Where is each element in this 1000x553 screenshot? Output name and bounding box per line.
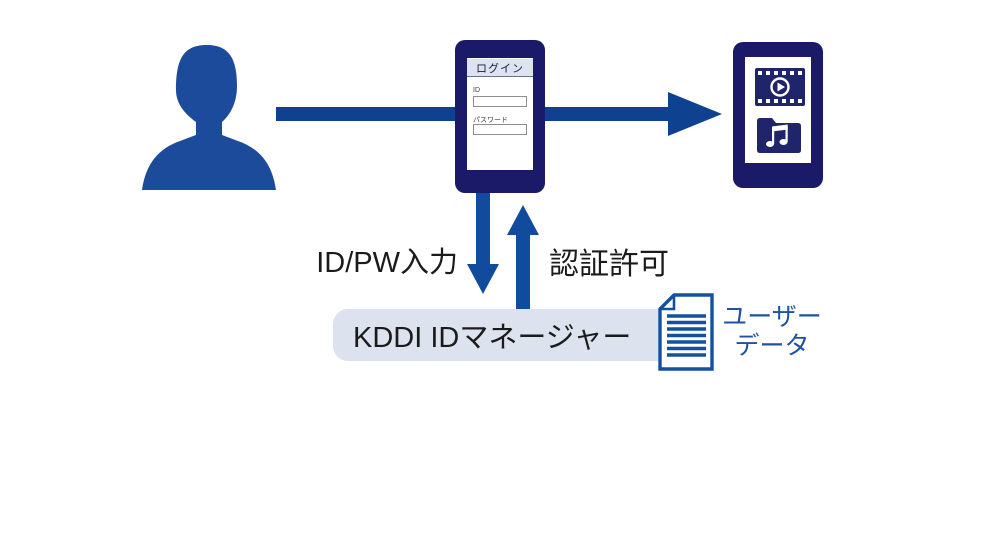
password-input-mock (473, 124, 527, 135)
media-service-phone (733, 42, 823, 188)
document-icon (658, 293, 714, 371)
video-film-icon (755, 68, 805, 106)
person-silhouette-icon (142, 45, 276, 190)
user-data-line1: ユーザー (722, 303, 822, 331)
label-auth-permit: 認証許可 (549, 248, 669, 281)
arrow-id-pw-down (467, 193, 499, 294)
media-screen (745, 57, 811, 163)
kddi-id-manager-label: KDDI IDマネージャー (353, 322, 632, 354)
id-field-label: ID (473, 87, 480, 94)
id-input-mock (473, 96, 527, 107)
user-data-caption: ユーザー データ (716, 303, 828, 361)
label-id-pw-input: ID/PW入力 (316, 247, 458, 279)
login-screen: ログイン ID パスワード (467, 58, 533, 170)
music-folder-icon (757, 118, 801, 153)
login-phone: ログイン ID パスワード (455, 40, 545, 193)
user-data-line2: データ (734, 332, 810, 360)
login-header: ログイン (467, 59, 533, 77)
password-field-label: パスワード (473, 117, 508, 124)
arrow-auth-up (507, 205, 539, 310)
kddi-id-manager-box: KDDI IDマネージャー (333, 309, 680, 361)
